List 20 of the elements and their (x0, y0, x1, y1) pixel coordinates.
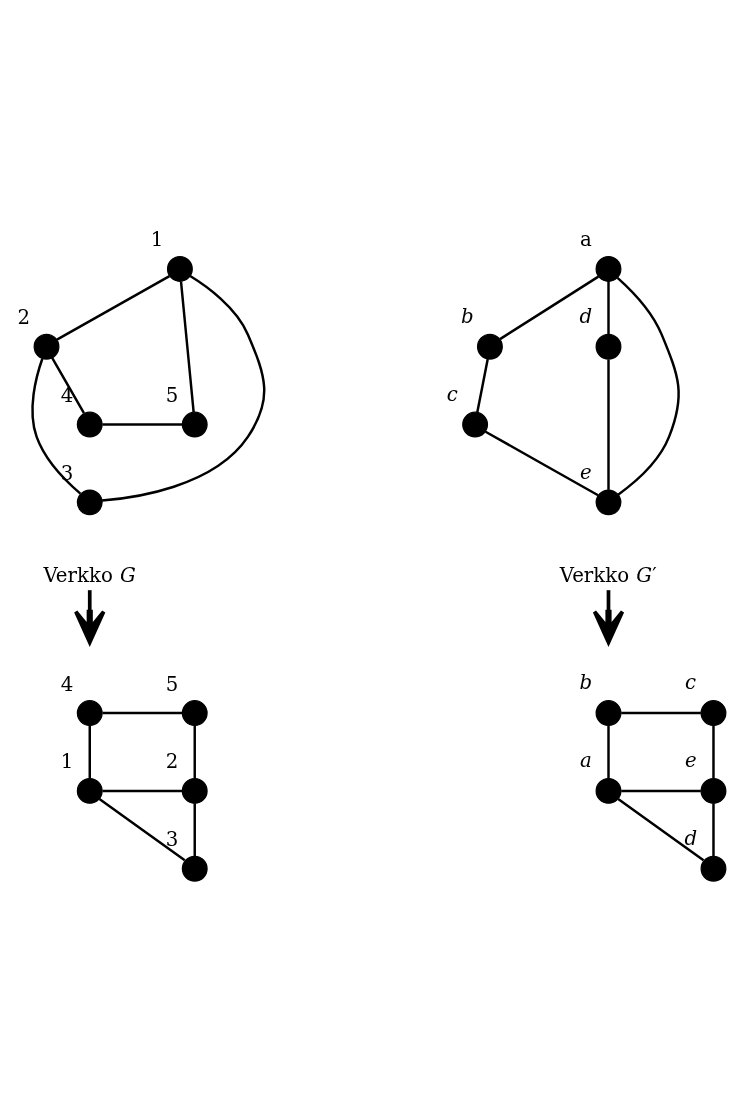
node-text: Verkko G (43, 564, 136, 588)
node-label: c (685, 671, 697, 695)
node-label: 4 (60, 672, 74, 696)
node-label: a (580, 749, 592, 773)
node-label: a (580, 228, 592, 252)
node-label: d (579, 305, 593, 329)
node-label: c (446, 382, 458, 406)
node-label: 5 (165, 384, 179, 408)
node-label: d (684, 826, 698, 850)
node-label: 2 (17, 306, 31, 330)
node-label: 3 (165, 828, 179, 852)
node-label: b (579, 671, 593, 695)
node-label: 1 (60, 750, 74, 774)
node-text: Verkko G′ (559, 564, 657, 588)
node-label: 2 (165, 750, 179, 774)
node-label: e (685, 749, 697, 773)
node-label: b (460, 305, 474, 329)
node-label: e (580, 460, 592, 484)
node-label: 5 (165, 672, 179, 696)
node-label: 1 (150, 228, 164, 252)
